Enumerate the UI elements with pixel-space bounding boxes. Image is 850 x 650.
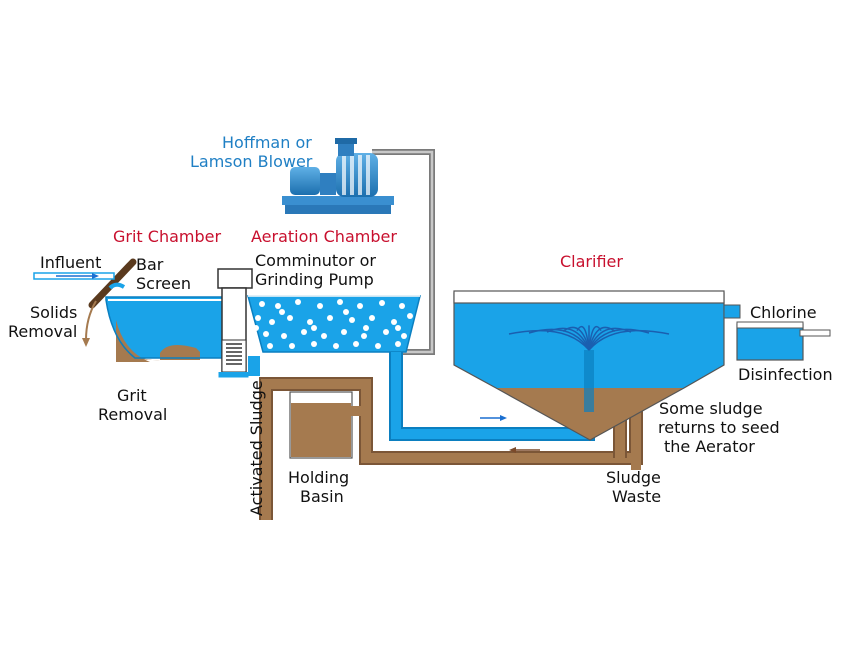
- air-bubble: [349, 317, 355, 323]
- air-bubble: [311, 325, 317, 331]
- air-bubble: [267, 343, 273, 349]
- grit-removal-label-1: Grit: [117, 386, 147, 405]
- air-bubble: [383, 329, 389, 335]
- air-bubble: [289, 343, 295, 349]
- aeration-chamber: [247, 295, 421, 353]
- fountain-stream: [588, 327, 632, 351]
- air-bubble: [281, 333, 287, 339]
- sludge-waste-label-2: Waste: [612, 487, 661, 506]
- holding-basin-label-2: Basin: [300, 487, 344, 506]
- bar-screen: [88, 258, 137, 309]
- holding-basin-label-1: Holding: [288, 468, 349, 487]
- air-bubble: [395, 341, 401, 347]
- air-bubble: [333, 343, 339, 349]
- solids-removal-label-2: Removal: [8, 322, 77, 341]
- clarifier-title: Clarifier: [560, 252, 623, 271]
- air-bubble: [301, 329, 307, 335]
- aeration-chamber-title: Aeration Chamber: [251, 227, 397, 246]
- blower-label-1: Hoffman or: [222, 133, 312, 152]
- air-bubble: [353, 341, 359, 347]
- air-bubble: [307, 319, 313, 325]
- comminutor-pump: [217, 268, 260, 378]
- fountain-stream: [546, 327, 590, 351]
- air-bubble: [255, 315, 261, 321]
- air-bubble: [259, 301, 265, 307]
- blower-label-2: Lamson Blower: [190, 152, 313, 171]
- bar-screen-label-1: Bar: [136, 255, 164, 274]
- air-bubble: [321, 333, 327, 339]
- fountain-stream: [508, 329, 590, 351]
- air-bubble: [327, 315, 333, 321]
- chlorine-label: Chlorine: [750, 303, 817, 322]
- air-bubbles: [253, 299, 413, 349]
- air-bubble: [379, 300, 385, 306]
- air-bubble: [357, 303, 363, 309]
- air-bubble: [401, 333, 407, 339]
- clarifier-tank: [453, 290, 725, 441]
- blower-icon: [282, 138, 394, 214]
- sludge-waste-label-1: Sludge: [606, 468, 661, 487]
- air-bubble: [337, 299, 343, 305]
- fountain-stream: [528, 328, 590, 351]
- holding-basin: [289, 391, 366, 459]
- returns-label-1: Some sludge: [659, 399, 763, 418]
- air-bubble: [269, 319, 275, 325]
- air-bubble: [407, 313, 413, 319]
- air-bubble: [287, 315, 293, 321]
- air-bubble: [363, 325, 369, 331]
- grit-removal-label-2: Removal: [98, 405, 167, 424]
- activated-sludge-label: Activated Sludge: [247, 380, 266, 516]
- bar-screen-label-2: Screen: [136, 274, 191, 293]
- air-bubble: [275, 303, 281, 309]
- comminutor-label-2: Grinding Pump: [255, 270, 374, 289]
- return-sludge-pipe: [259, 377, 643, 520]
- disinfection-tank: [723, 304, 831, 361]
- air-bubble: [395, 325, 401, 331]
- air-bubble: [311, 341, 317, 347]
- returns-label-3: the Aerator: [664, 437, 755, 456]
- influent-label: Influent: [40, 253, 101, 272]
- air-bubble: [391, 319, 397, 325]
- air-bubble: [399, 303, 405, 309]
- solids-removal-arrow: [82, 300, 97, 347]
- air-bubble: [343, 309, 349, 315]
- air-bubble: [369, 315, 375, 321]
- solids-removal-label-1: Solids: [30, 303, 77, 322]
- air-bubble: [341, 329, 347, 335]
- air-bubble: [375, 343, 381, 349]
- clarifier-fountain: [508, 325, 670, 351]
- air-pipe: [372, 149, 435, 355]
- air-bubble: [253, 325, 259, 331]
- grit-chamber-title: Grit Chamber: [113, 227, 221, 246]
- disinfection-label: Disinfection: [738, 365, 833, 384]
- returns-label-2: returns to seed: [658, 418, 780, 437]
- influent-pipe: [33, 272, 115, 280]
- air-bubble: [361, 333, 367, 339]
- fountain-stream: [588, 329, 670, 351]
- air-bubble: [279, 309, 285, 315]
- air-bubble: [317, 303, 323, 309]
- air-bubble: [263, 331, 269, 337]
- air-bubble: [295, 299, 301, 305]
- comminutor-label-1: Comminutor or: [255, 251, 376, 270]
